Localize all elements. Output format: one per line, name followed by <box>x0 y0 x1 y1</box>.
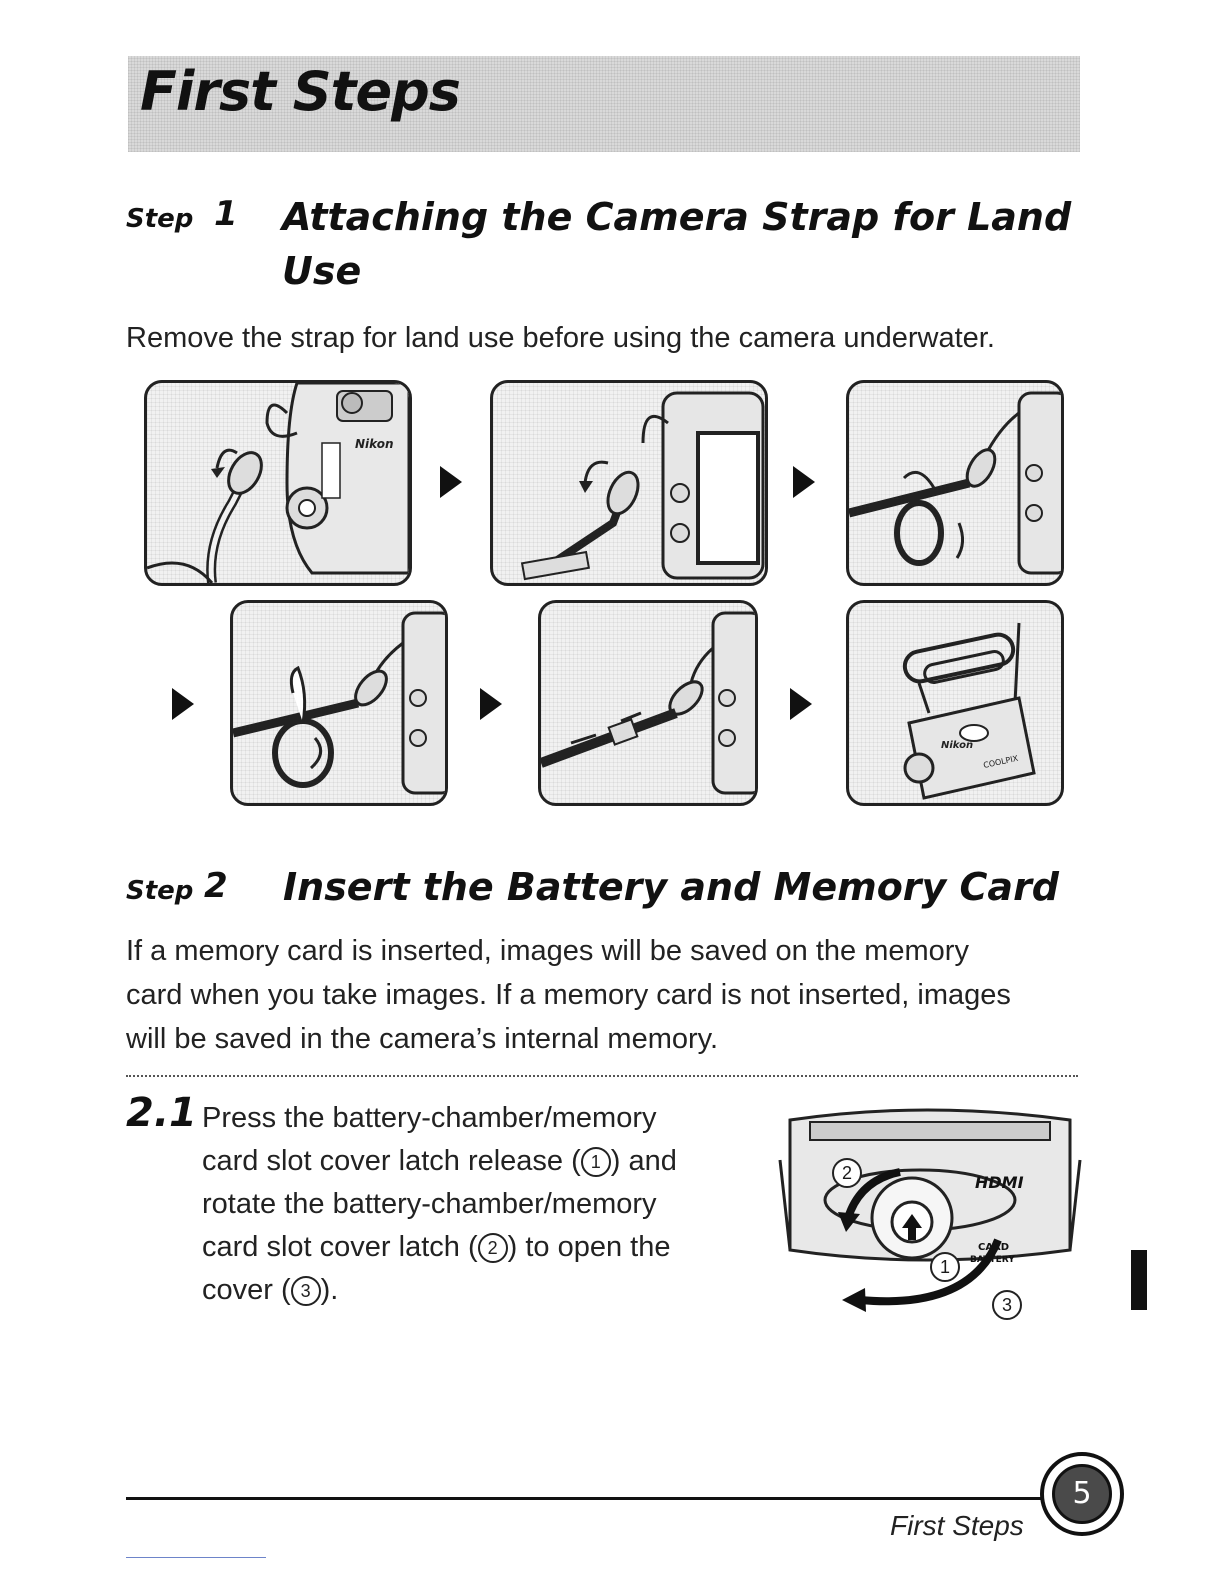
section-thumb-tab <box>1131 1250 1147 1310</box>
substep-line: cover ( <box>202 1274 291 1306</box>
page-number: 5 <box>1052 1464 1112 1524</box>
step1-number: 1 <box>214 194 238 234</box>
next-arrow-icon <box>480 688 502 720</box>
footer-label: First Steps <box>890 1510 1024 1541</box>
next-arrow-icon <box>793 466 815 498</box>
step2-number: 2 <box>204 866 228 906</box>
callout-2-marker: 2 <box>832 1158 862 1188</box>
battery-cover-illustration: HDMI CARD BATTERY 2 1 3 <box>770 1100 1085 1330</box>
substep-line: rotate the battery-chamber/memory <box>202 1188 657 1220</box>
next-arrow-icon <box>790 688 812 720</box>
next-arrow-icon <box>440 466 462 498</box>
step1-title-line1: Attaching the Camera Strap for Land <box>282 195 1072 239</box>
section-banner <box>128 56 1080 152</box>
section-title: First Steps <box>140 60 461 123</box>
next-arrow-icon <box>172 688 194 720</box>
strap-illustration-5 <box>538 600 758 806</box>
substep-line: ). <box>320 1274 339 1306</box>
callout-1: 1 <box>580 1147 611 1178</box>
strap-illustration-3 <box>846 380 1064 586</box>
footer-rule <box>126 1497 1041 1500</box>
page-number-badge: 5 <box>1040 1452 1124 1536</box>
callout-3-marker: 3 <box>992 1290 1022 1320</box>
substep-line: card slot cover latch release ( <box>202 1145 581 1177</box>
step1-title-line2: Use <box>282 249 362 293</box>
battery-label: BATTERY <box>970 1255 1015 1265</box>
callout-2: 2 <box>477 1233 508 1264</box>
substep-line: card slot cover latch ( <box>202 1231 478 1263</box>
substep-line: Press the battery-chamber/memory <box>202 1102 657 1134</box>
step2-description-line: card when you take images. If a memory c… <box>126 979 1011 1011</box>
substep-instructions: Press the battery-chamber/memory card sl… <box>202 1097 742 1312</box>
strap-illustration-1: Nikon <box>144 380 412 586</box>
callout-3: 3 <box>290 1276 321 1307</box>
step2-title: Insert the Battery and Memory Card <box>283 865 1060 909</box>
strap-illustration-6: Nikon COOLPIX <box>846 600 1064 806</box>
divider <box>126 1075 1078 1077</box>
step2-description-line: If a memory card is inserted, images wil… <box>126 935 969 967</box>
strap-illustration-2 <box>490 380 768 586</box>
step1-word: Step <box>126 204 194 234</box>
step1-title: Attaching the Camera Strap for Land Use <box>282 190 1071 298</box>
substep-number: 2.1 <box>126 1090 197 1136</box>
nikon-logo: Nikon <box>941 740 973 751</box>
substep-line: ) and <box>610 1145 677 1177</box>
step1-description: Remove the strap for land use before usi… <box>126 322 995 354</box>
strap-illustration-4 <box>230 600 448 806</box>
substep-line: ) to open the <box>507 1231 671 1263</box>
step2-description-line: will be saved in the camera’s internal m… <box>126 1023 719 1055</box>
hdmi-label: HDMI <box>975 1173 1024 1192</box>
step2-word: Step <box>126 876 194 906</box>
callout-1-marker: 1 <box>930 1252 960 1282</box>
edge-line <box>126 1557 266 1558</box>
nikon-logo: Nikon <box>355 437 394 451</box>
